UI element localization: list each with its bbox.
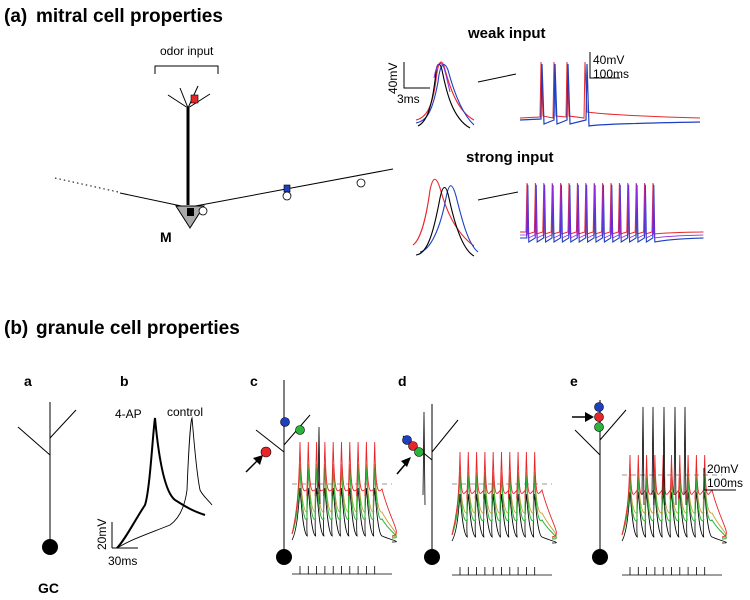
weak-spike-zoom <box>415 61 475 129</box>
trace-green <box>451 475 557 540</box>
trace-green <box>621 477 727 540</box>
scale-bar-e: 20mV 100ms <box>703 462 743 491</box>
odor-input-label: odor input <box>160 44 214 58</box>
granule-soma <box>42 539 58 555</box>
mitral-soma <box>175 205 205 229</box>
sub-e-cell <box>572 400 627 565</box>
sub-e-letter: e <box>570 373 578 389</box>
strong-train-purple <box>520 183 704 239</box>
weak-train-red <box>519 61 701 119</box>
panel-a-title: mitral cell properties <box>36 6 223 27</box>
zoom-connector <box>477 73 517 83</box>
sub-c-traces <box>291 426 397 575</box>
synapse-circle <box>282 191 292 201</box>
scale-b-voltage: 20mV <box>95 519 109 550</box>
sub-d-traces <box>422 411 557 576</box>
trace-green <box>291 467 397 539</box>
dendrite-marker-blue <box>283 184 291 193</box>
scale-left-voltage: 40mV <box>386 63 400 94</box>
trace-control <box>116 416 213 549</box>
strong-spike-red <box>412 178 475 247</box>
label-4ap: 4-AP <box>115 407 142 421</box>
trace-red <box>451 451 557 538</box>
stim-blue <box>594 402 604 412</box>
soma-marker <box>187 208 194 216</box>
mitral-cell-diagram: odor input M <box>54 44 394 245</box>
sub-d-cell <box>396 404 459 565</box>
tuft-branch <box>187 93 211 109</box>
stimulus-ticks <box>292 566 392 575</box>
scale-right-time: 100ms <box>593 67 629 81</box>
granule-cell-diagram: GC <box>17 402 77 596</box>
trace-red <box>291 441 397 537</box>
sub-c-cell <box>245 380 311 565</box>
strong-spike-blue <box>419 185 479 253</box>
stim-green <box>594 422 604 432</box>
scale-bar-b <box>111 522 138 549</box>
scale-right-voltage: 40mV <box>593 53 624 67</box>
stimulus-ticks <box>452 567 552 576</box>
synapse-circle <box>198 206 208 216</box>
odor-input-bracket <box>154 65 219 74</box>
sub-c-letter: c <box>250 373 258 389</box>
weak-spike-red <box>415 61 475 121</box>
panel-a-letter: (a) <box>4 6 27 27</box>
mitral-cell-label: M <box>160 229 172 245</box>
strong-spike-train <box>520 182 704 243</box>
weak-spike-purple <box>433 62 451 93</box>
stim-red <box>594 412 604 422</box>
sub-b-letter: b <box>120 373 129 389</box>
synapse-circle <box>356 178 366 188</box>
weak-spike-train <box>519 61 701 127</box>
scale-bar-right: 40mV 100ms <box>589 52 629 81</box>
scale-e-time: 100ms <box>707 476 743 490</box>
sub-e-traces <box>621 406 727 576</box>
trace-tall-spikes <box>317 426 321 505</box>
strong-spike-zoom <box>412 178 479 257</box>
stim-green <box>414 447 424 457</box>
trace-red <box>621 454 727 538</box>
strong-input-label: strong input <box>466 149 553 166</box>
scale-bar-left: 40mV 3ms <box>386 62 430 106</box>
panel-b-title: granule cell properties <box>36 318 240 339</box>
zoom-connector <box>477 191 519 201</box>
stim-red <box>408 441 418 451</box>
lateral-dendrite-left <box>119 192 187 208</box>
weak-train-blue <box>519 63 701 127</box>
tuft-branch <box>179 87 189 109</box>
stim-red <box>260 446 272 458</box>
sub-d-letter: d <box>398 373 407 389</box>
weak-input-label: weak input <box>467 25 546 42</box>
label-control: control <box>167 405 203 419</box>
trace-tall-spikes <box>641 406 687 506</box>
strong-spike-black <box>415 186 475 257</box>
trace-tall-spikes <box>422 411 426 506</box>
lateral-dendrite-right <box>189 168 394 208</box>
weak-spike-blue <box>415 64 475 126</box>
stim-green <box>295 425 305 435</box>
trace-4ap <box>116 417 206 549</box>
panel-b-letter: (b) <box>4 318 28 339</box>
tuft-input-marker <box>190 94 199 104</box>
stimulus-ticks <box>622 567 722 576</box>
scale-left-time: 3ms <box>397 92 420 106</box>
scale-e-voltage: 20mV <box>707 462 738 476</box>
sub-a-letter: a <box>24 373 32 389</box>
stim-blue <box>280 417 290 427</box>
sub-b-traces: 20mV 30ms <box>95 416 213 568</box>
weak-spike-black <box>417 63 471 129</box>
gc-label: GC <box>38 580 59 596</box>
tuft-branch <box>167 94 189 109</box>
scale-b-time: 30ms <box>108 554 137 568</box>
stim-blue <box>402 435 412 445</box>
lateral-dendrite-left-dotted <box>54 177 119 193</box>
